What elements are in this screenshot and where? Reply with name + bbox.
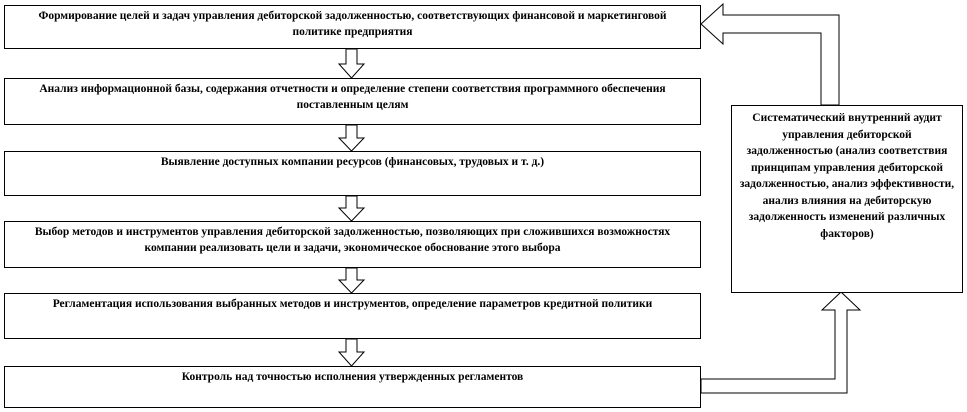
down-arrow-1 <box>337 48 366 79</box>
feedback-up-arrow <box>700 291 862 394</box>
step-text-1: Формирование целей и задач управления де… <box>38 10 667 38</box>
step-text-4: Выбор методов и инструментов управления … <box>34 226 671 254</box>
down-arrow-4 <box>337 267 366 294</box>
step-box-5: Регламентация использования выбранных ме… <box>4 293 701 339</box>
step-text-2: Анализ информационной базы, содержания о… <box>39 83 666 111</box>
down-arrow-3 <box>337 195 366 222</box>
audit-text: Систематический внутренний аудит управле… <box>739 112 955 240</box>
down-arrow-5 <box>337 338 366 367</box>
step-text-3: Выявление доступных компании ресурсов (ф… <box>160 156 545 168</box>
audit-box: Систематический внутренний аудит управле… <box>731 105 963 293</box>
return-left-arrow <box>700 2 840 106</box>
step-box-3: Выявление доступных компании ресурсов (ф… <box>4 151 701 196</box>
step-box-2: Анализ информационной базы, содержания о… <box>4 78 701 125</box>
step-box-1: Формирование целей и задач управления де… <box>4 5 701 49</box>
step-box-6: Контроль над точностью исполнения утверж… <box>4 366 701 408</box>
down-arrow-2 <box>337 124 366 152</box>
step-text-6: Контроль над точностью исполнения утверж… <box>181 371 524 383</box>
step-text-5: Регламентация использования выбранных ме… <box>52 298 653 310</box>
step-box-4: Выбор методов и инструментов управления … <box>4 221 701 268</box>
